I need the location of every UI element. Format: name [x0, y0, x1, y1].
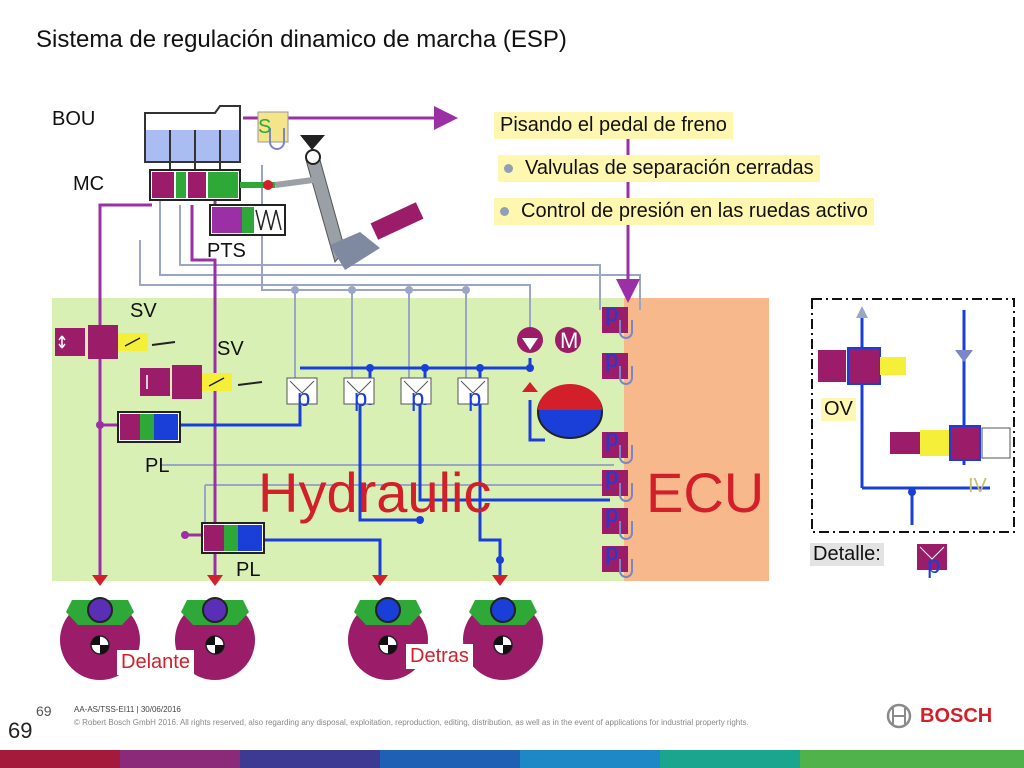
pressure-piston-1 — [117, 411, 181, 443]
sensor-letter: p — [605, 501, 619, 528]
page-number: 69 — [8, 718, 33, 743]
note-pedal: Pisando el pedal de freno — [494, 112, 733, 139]
brake-pedal — [274, 135, 424, 270]
signal-lines — [139, 165, 641, 535]
detail-sensor-symbol — [917, 544, 947, 570]
footer-color-bar — [0, 750, 1024, 768]
pressure-sensors-hydraulic — [286, 377, 489, 405]
label-pl-1: PL — [145, 455, 170, 477]
separation-valve-2 — [140, 365, 263, 399]
copyright-notice: © Robert Bosch GmbH 2016. All rights res… — [74, 718, 749, 727]
bosch-brand: BOSCH — [920, 705, 993, 727]
signal-junctions — [291, 286, 470, 294]
sensor-letter: p — [605, 539, 619, 566]
bosch-logo-icon — [886, 703, 912, 729]
sensor-letter: p — [605, 463, 619, 490]
wheel-label-front: Delante — [117, 650, 194, 675]
label-sv-2: SV — [217, 338, 244, 360]
label-pedal-travel-sensor: PTS — [207, 240, 246, 262]
label-reservoir: BOU — [52, 108, 96, 130]
ecu-area — [624, 298, 769, 581]
sensor-letter: p — [411, 385, 425, 412]
ecu-label: ECU — [646, 461, 765, 524]
wheel-front-right — [175, 597, 255, 680]
document-reference: AA-AS/TSS-EI11 | 30/06/2016 — [74, 705, 181, 714]
pressure-sensors-ecu — [602, 307, 633, 578]
label-motor: M — [560, 328, 579, 353]
sensor-letter: p — [605, 300, 619, 327]
note-pressure-control: Control de presión en las ruedas activo — [494, 198, 874, 225]
page-title: Sistema de regulación dinamico de marcha… — [36, 26, 567, 53]
label-ov: OV — [821, 398, 856, 421]
bullet-icon — [504, 164, 513, 174]
brake-light-switch — [257, 111, 289, 150]
sensor-letter: p — [605, 346, 619, 373]
note-valves: Valvulas de separación cerradas — [498, 155, 820, 182]
pressure-piston-2 — [201, 522, 265, 554]
label-switch: S — [258, 116, 272, 138]
label-master-cylinder: MC — [73, 173, 105, 195]
blue-junctions — [366, 364, 534, 564]
label-iv: IV — [968, 475, 987, 497]
label-pl-2: PL — [236, 559, 261, 581]
accumulator — [537, 384, 603, 439]
label-sv-1: SV — [130, 300, 157, 322]
brake-fluid-reservoir — [144, 105, 241, 175]
front-junctions — [96, 421, 189, 539]
sensor-letter: p — [468, 385, 482, 412]
detail-label: Detalle: — [810, 543, 884, 566]
pedal-travel-sensor — [209, 204, 286, 236]
sensor-letter: p — [927, 552, 941, 579]
detail-valves — [818, 306, 1011, 525]
sensor-letter: p — [297, 385, 311, 412]
hydraulic-label: Hydraulic — [258, 461, 492, 524]
pump-motor — [517, 327, 581, 392]
sensor-letter: p — [354, 385, 368, 412]
wheel-label-rear: Detras — [406, 644, 473, 669]
separation-valve-1 — [55, 325, 176, 359]
master-cylinder — [149, 169, 275, 201]
bullet-icon — [500, 207, 509, 217]
wheel-rear-right — [463, 597, 543, 680]
page-number-small: 69 — [36, 703, 52, 719]
sensor-letter: p — [605, 425, 619, 452]
wheel-arrows — [92, 575, 508, 586]
